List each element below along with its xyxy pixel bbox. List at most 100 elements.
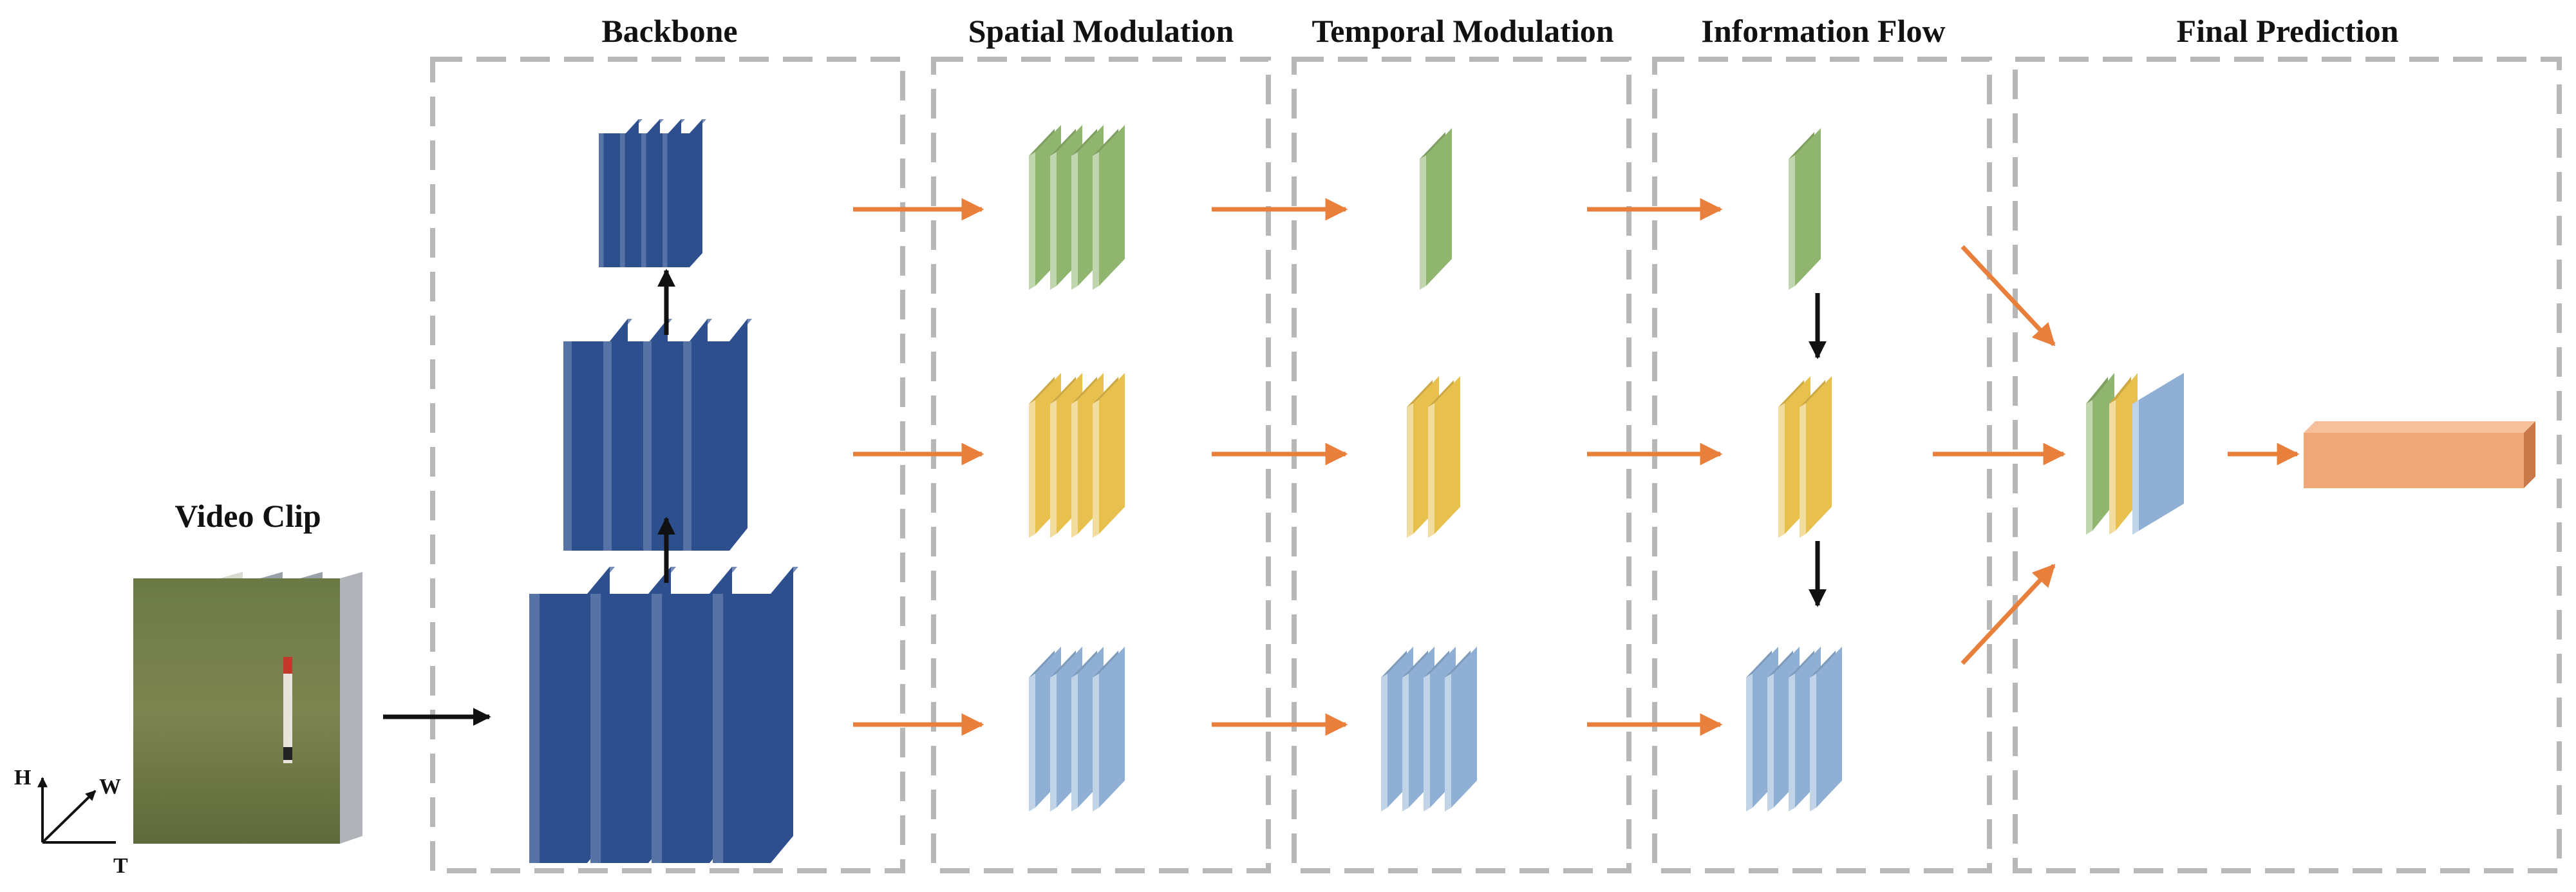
final-fused-stack: [2086, 373, 2184, 535]
plate-edge: [1029, 674, 1035, 811]
temporal-modulation-box: [1292, 57, 1631, 873]
plate-edge: [1029, 400, 1035, 538]
flow-stack-green: [1789, 128, 1821, 290]
plate-edge: [1381, 674, 1387, 811]
plate-edge: [1778, 403, 1785, 538]
plate-edge: [1746, 674, 1753, 811]
fused-yellow: [2109, 373, 2138, 535]
plate-edge: [2132, 400, 2139, 535]
temporal-stack-green: [1420, 128, 1452, 290]
plate-edge: [1071, 152, 1078, 290]
plate-highlight: [643, 341, 652, 551]
information-flow-title: Information Flow: [1701, 13, 1945, 49]
plate: [2139, 373, 2184, 531]
spatial-stack-blue: [1029, 647, 1125, 811]
final-prediction-title: Final Prediction: [2177, 13, 2399, 49]
plate-edge: [1428, 403, 1434, 538]
temporal-stack-blue: [1381, 647, 1477, 811]
plate-edge: [1029, 152, 1035, 290]
plate: [663, 119, 702, 267]
backbone-title: Backbone: [601, 13, 737, 49]
information-flow-box: [1652, 57, 1992, 873]
modulation-stacks: [1029, 125, 2184, 811]
plate-edge: [1093, 400, 1099, 538]
fused-green: [2086, 373, 2114, 535]
fused-blue: [2132, 373, 2184, 535]
plate-highlight: [563, 341, 572, 551]
plate-edge: [2086, 400, 2092, 535]
plate: [590, 567, 671, 863]
axis-label-t: T: [113, 854, 128, 878]
plate: [2092, 373, 2114, 531]
axis-label-h: H: [14, 766, 31, 790]
spatial-modulation-box: [931, 57, 1271, 873]
spatial-modulation-title: Spatial Modulation: [968, 13, 1234, 49]
prediction-output-block: [2304, 421, 2535, 488]
plate: [1099, 373, 1125, 534]
plate-highlight: [713, 594, 724, 863]
plate-highlight: [603, 341, 612, 551]
arrow-right-icon: [1960, 245, 2056, 346]
plate-highlight: [529, 594, 540, 863]
video-clip: [133, 572, 362, 844]
stage-boxes: [430, 57, 2562, 873]
plate-edge: [1789, 674, 1795, 811]
plate: [652, 567, 732, 863]
plate-edge: [1093, 152, 1099, 290]
plate-highlight: [652, 594, 663, 863]
plate: [683, 319, 747, 551]
video-frame: [253, 572, 362, 844]
plate-highlight: [663, 133, 668, 267]
axis-indicator: [37, 777, 116, 844]
temporal-stack-yellow: [1407, 376, 1460, 538]
plate-edge: [1445, 674, 1451, 811]
plate-edge: [1071, 674, 1078, 811]
plate: [529, 567, 610, 863]
plate: [2116, 373, 2138, 531]
plate: [1451, 647, 1477, 808]
plate-edge: [1402, 674, 1409, 811]
plate-edge: [1424, 674, 1430, 811]
plate: [1806, 376, 1832, 534]
plate-edge: [1050, 674, 1057, 811]
plate: [1434, 376, 1460, 534]
plate-edge: [1050, 400, 1057, 538]
backbone-stack-top: [599, 119, 706, 267]
plate: [1426, 128, 1452, 286]
plate: [1099, 647, 1125, 808]
plate-edge: [1071, 400, 1078, 538]
spatial-stack-green: [1029, 125, 1125, 290]
plate-highlight: [590, 594, 601, 863]
axis-label-w: W: [99, 775, 121, 799]
plate-edge: [1810, 674, 1816, 811]
plate-edge: [1093, 674, 1099, 811]
plate-highlight: [599, 133, 604, 267]
plate-edge: [1800, 403, 1806, 538]
plate-highlight: [641, 133, 646, 267]
plate-edge: [1407, 403, 1413, 538]
plate-highlight: [620, 133, 625, 267]
plate-edge: [2109, 400, 2116, 535]
plate: [1099, 125, 1125, 286]
plate: [713, 567, 793, 863]
backbone-stack-middle: [563, 319, 752, 551]
flow-stack-blue: [1746, 647, 1842, 811]
plate-highlight: [683, 341, 691, 551]
plate-edge: [1050, 152, 1057, 290]
plate-edge: [1420, 155, 1426, 290]
flow-stack-yellow: [1778, 376, 1832, 538]
arrow-right-icon: [1960, 564, 2056, 665]
orange-arrows: [853, 198, 2300, 736]
backbone-box: [430, 57, 905, 873]
temporal-modulation-title: Temporal Modulation: [1312, 13, 1613, 49]
backbone-feature-maps: [529, 119, 798, 863]
plate-edge: [1767, 674, 1774, 811]
final-prediction-box: [2013, 57, 2562, 873]
plate: [1816, 647, 1842, 808]
spatial-stack-yellow: [1029, 373, 1125, 538]
video-clip-title: Video Clip: [174, 498, 321, 534]
backbone-stack-bottom: [529, 567, 798, 863]
plate: [1795, 128, 1821, 286]
plate-edge: [1789, 155, 1795, 290]
